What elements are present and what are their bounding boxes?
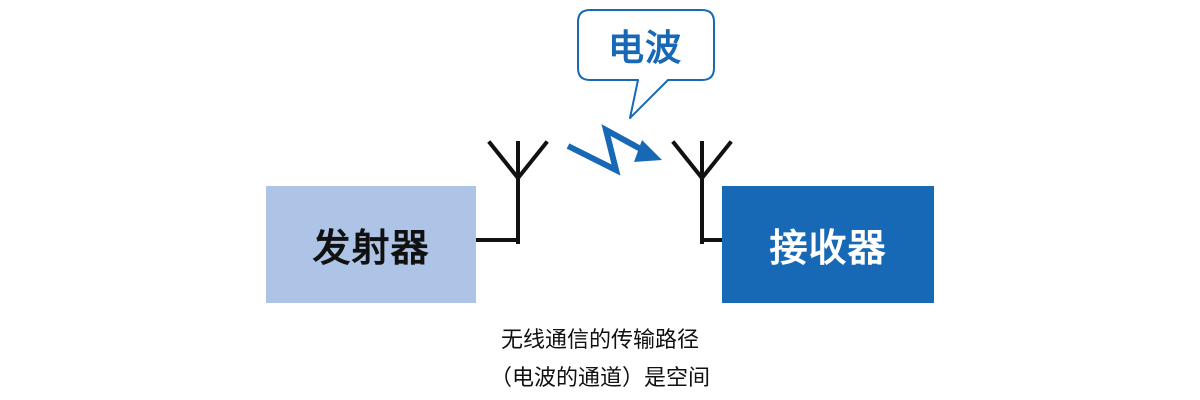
caption-line-2: （电波的通道）是空间: [489, 366, 710, 391]
receiver-label: 接收器: [769, 226, 887, 270]
receiver-box: 接收器: [722, 186, 934, 303]
callout-label: 电波: [607, 28, 682, 69]
callout-text: 电波: [576, 12, 714, 78]
speech-bubble-icon: [577, 9, 715, 119]
radio-wave-arrow-icon: [566, 124, 662, 176]
caption-line-1: 无线通信的传输路径: [500, 328, 699, 353]
antenna-icon: [474, 140, 549, 244]
transmitter-box: 发射器: [266, 186, 476, 303]
antenna-icon: [671, 140, 733, 244]
caption: 无线通信的传输路径 （电波的通道）是空间: [400, 322, 800, 398]
transmitter-label: 发射器: [312, 226, 430, 270]
